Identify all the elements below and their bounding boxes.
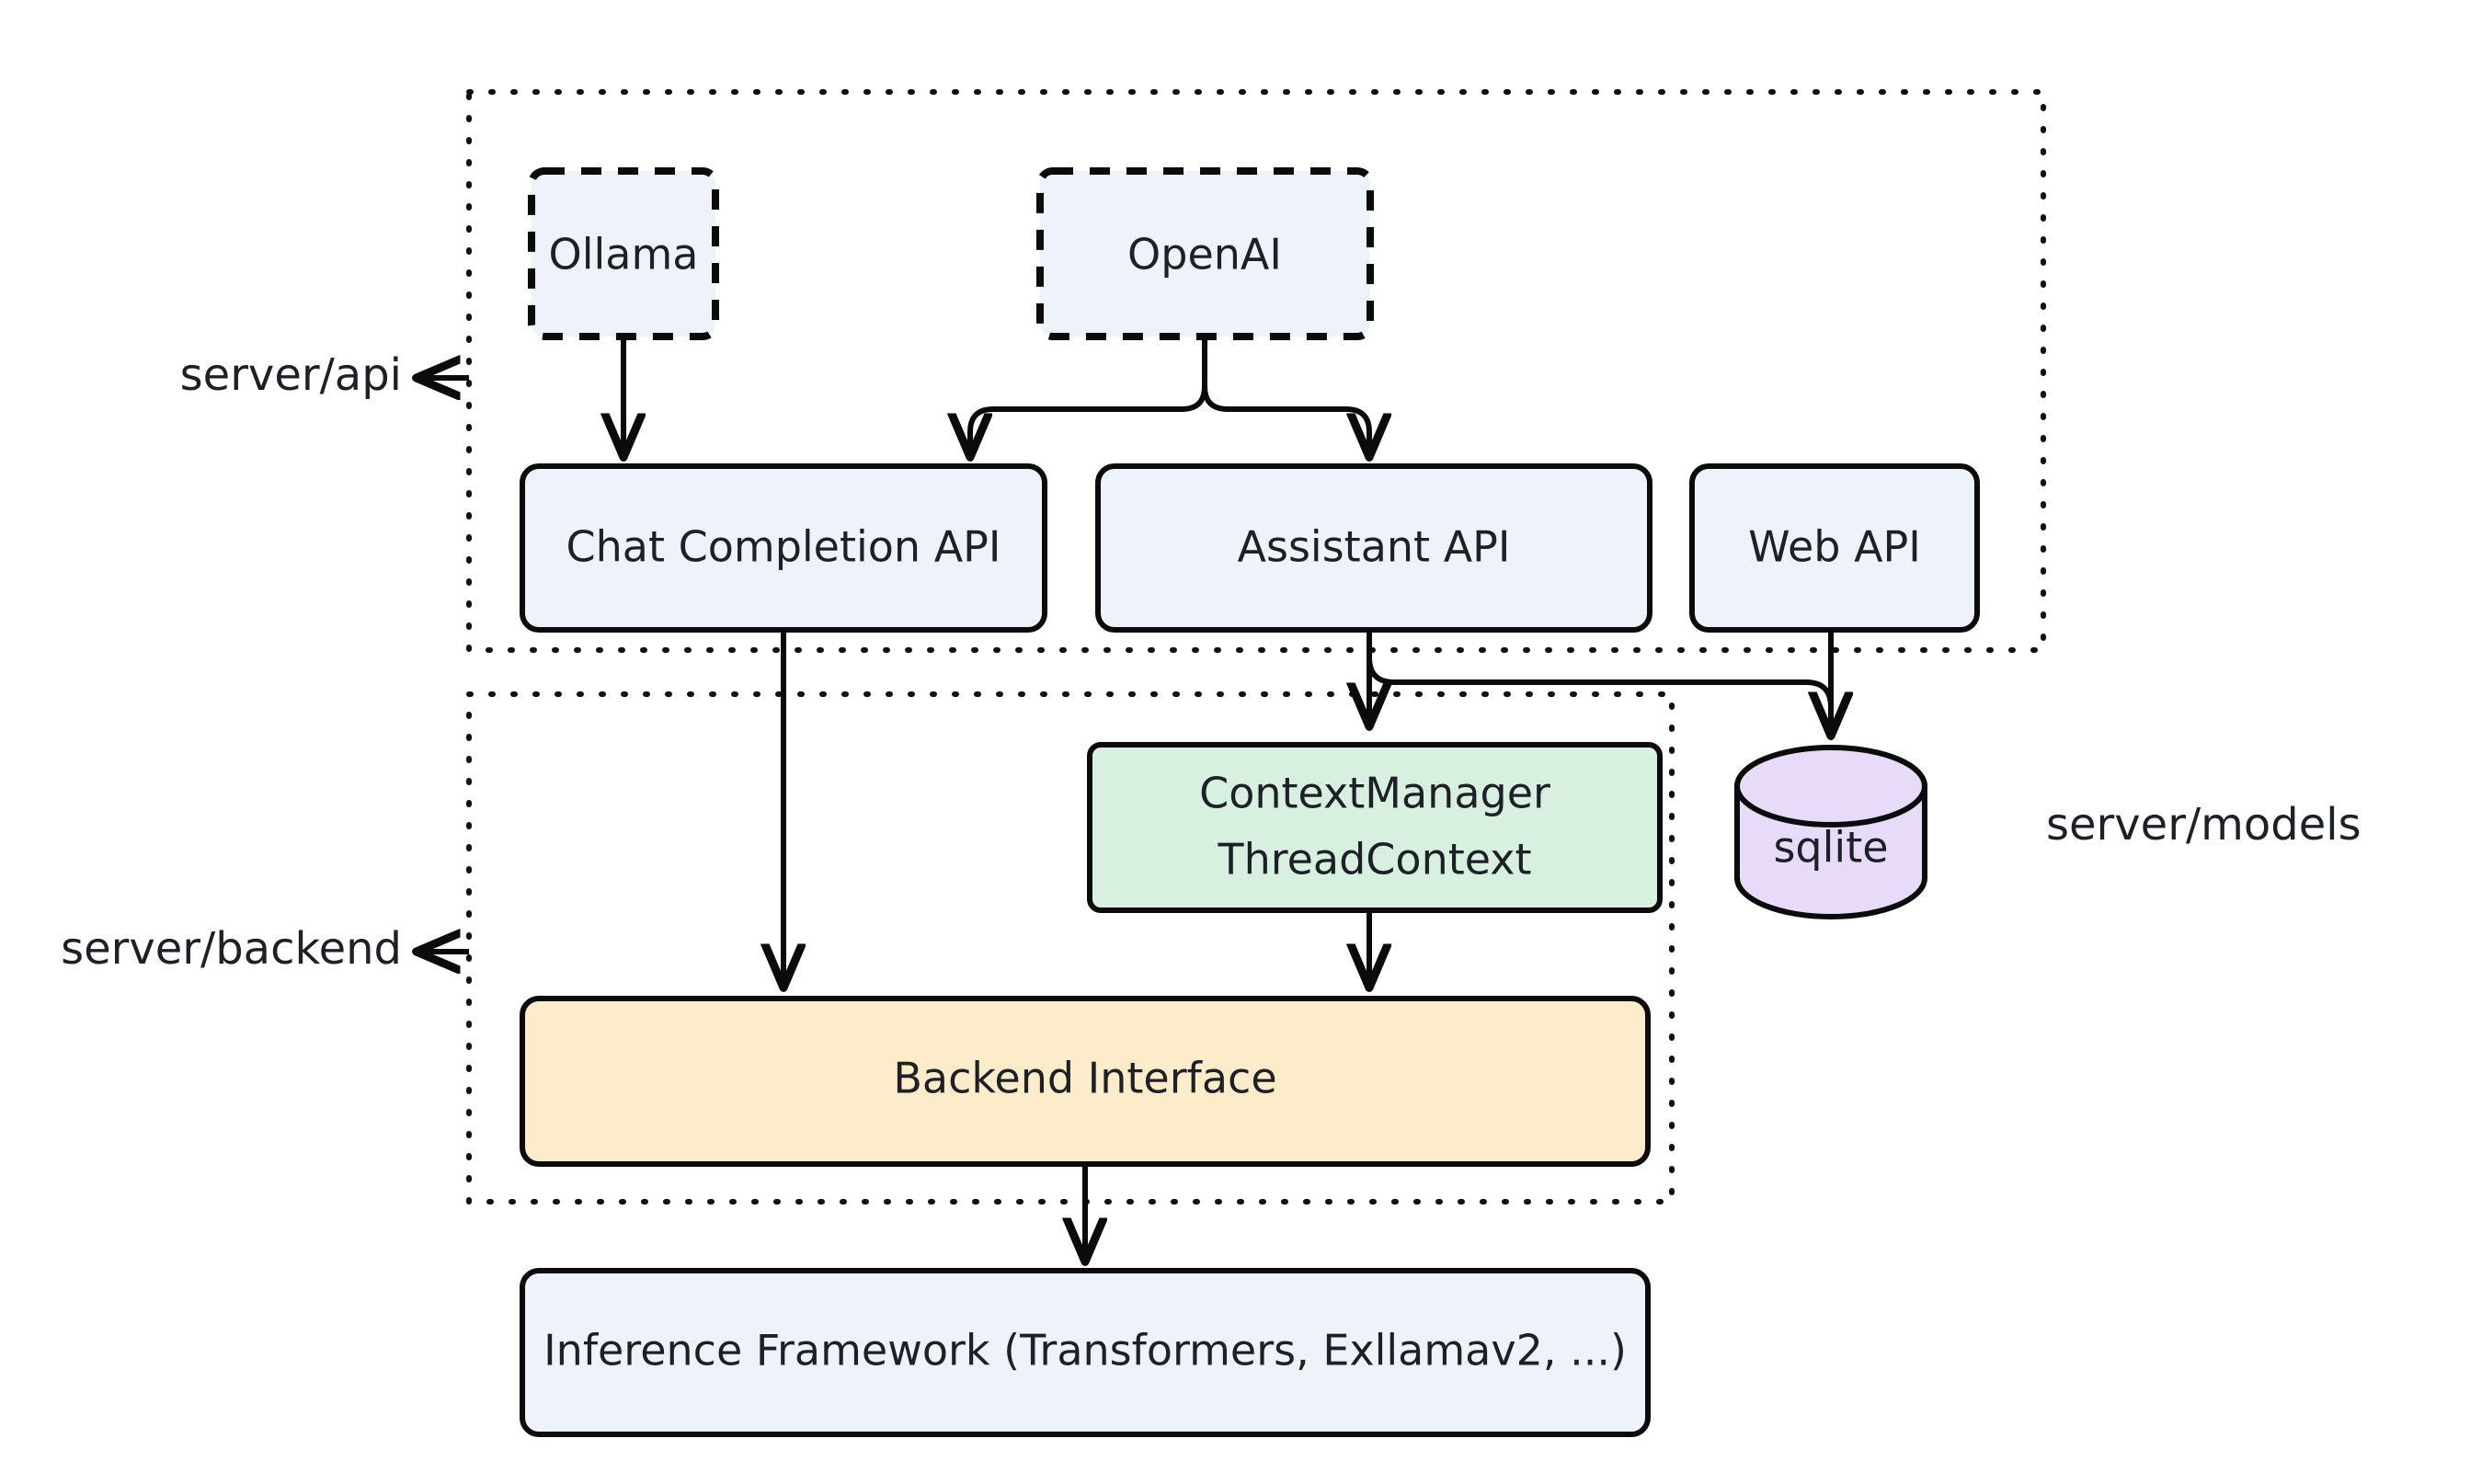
node-backend-interface-label: Backend Interface [893, 1054, 1276, 1103]
group-box-server-api [466, 89, 2046, 653]
node-context-manager[interactable]: ContextManager ThreadContext [1087, 742, 1663, 913]
node-inference-framework-shape[interactable] [520, 1268, 1651, 1437]
node-backend-interface[interactable]: Backend Interface [520, 996, 1651, 1167]
edge-openai-to-assistant-api [1202, 385, 1369, 455]
node-inference-framework-label: Inference Framework (Transformers, Exlla… [543, 1326, 1627, 1376]
edges-layer [623, 336, 1831, 1260]
node-chat-completion-api-label: Chat Completion API [566, 522, 1001, 572]
node-sqlite-label: sqlite [1773, 823, 1888, 873]
node-openai-shape[interactable] [1036, 167, 1374, 340]
node-web-api-label: Web API [1748, 522, 1921, 572]
node-context-manager-label-line1: ContextManager [1199, 769, 1550, 818]
group-server-api: server/api [180, 89, 2046, 653]
node-assistant-api-label: Assistant API [1238, 522, 1511, 572]
node-inference-framework[interactable]: Inference Framework (Transformers, Exlla… [520, 1268, 1651, 1437]
node-chat-completion-api[interactable]: Chat Completion API [520, 463, 1047, 633]
node-sqlite-top[interactable] [1734, 745, 1927, 828]
node-backend-interface-shape[interactable] [520, 996, 1651, 1167]
node-assistant-api[interactable]: Assistant API [1095, 463, 1652, 633]
node-ollama-shape[interactable] [528, 167, 719, 340]
node-context-manager-label-line2: ThreadContext [1217, 835, 1531, 885]
edge-openai-to-chat-completion-api [970, 336, 1207, 455]
group-label-server-models: server/models [2046, 799, 2361, 850]
node-openai-label: OpenAI [1127, 230, 1282, 280]
node-chat-completion-api-shape[interactable] [520, 463, 1047, 633]
node-sqlite[interactable]: sqlite [1734, 745, 1927, 919]
node-web-api[interactable]: Web API [1689, 463, 1980, 633]
node-ollama-label: Ollama [549, 230, 699, 280]
node-assistant-api-shape[interactable] [1095, 463, 1652, 633]
node-web-api-shape[interactable] [1689, 463, 1980, 633]
group-box-server-backend [466, 691, 1675, 1204]
group-label-server-backend: server/backend [61, 923, 402, 975]
node-ollama[interactable]: Ollama [528, 167, 719, 340]
group-server-backend: server/backend [61, 691, 1675, 1204]
group-server-models: server/models [2046, 799, 2361, 850]
node-openai[interactable]: OpenAI [1036, 167, 1374, 340]
node-context-manager-shape[interactable] [1087, 742, 1663, 913]
group-label-server-api: server/api [180, 349, 402, 401]
